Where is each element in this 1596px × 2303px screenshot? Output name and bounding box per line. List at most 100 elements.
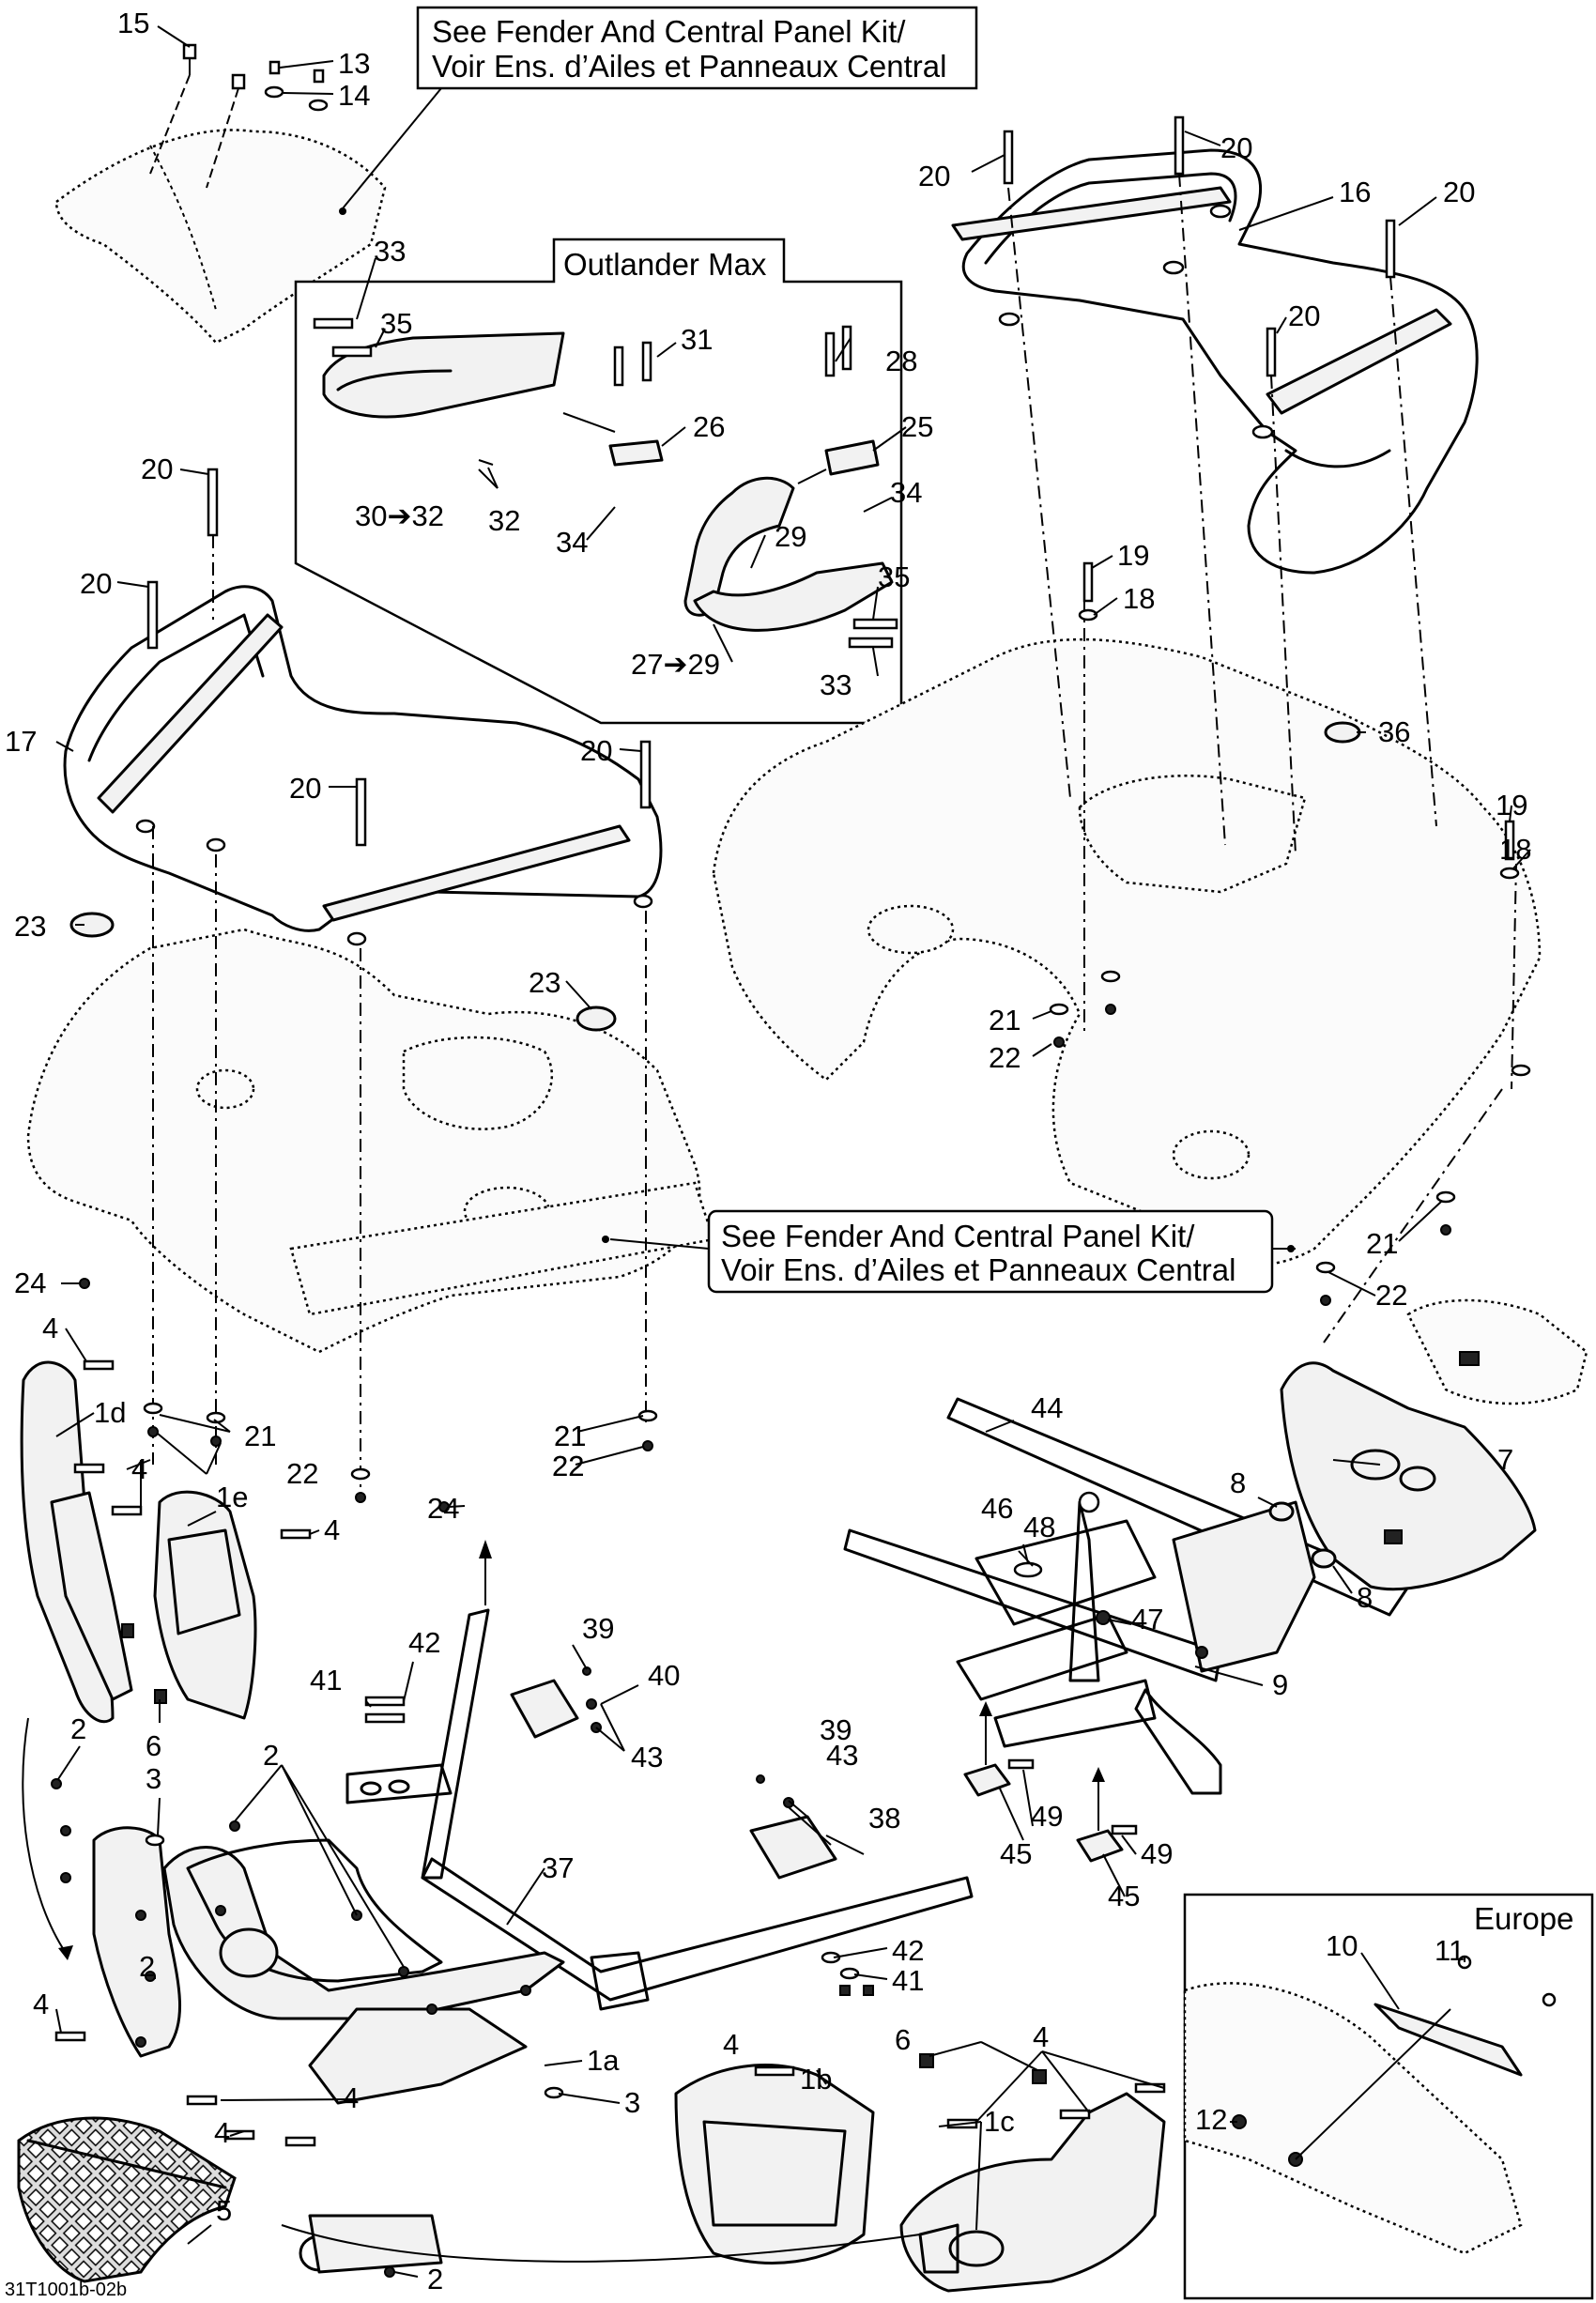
callout: 12 (1195, 2103, 1227, 2136)
callout: 41 (892, 1964, 924, 1997)
callout: 19 (1496, 789, 1527, 821)
callout: 31 (681, 323, 713, 356)
callout: 23 (14, 910, 46, 943)
callout: 21 (554, 1420, 586, 1452)
front-rack-17 (63, 468, 663, 946)
callout: 20 (1220, 131, 1252, 164)
assembly-lines (152, 173, 1517, 1493)
callout: 28 (885, 345, 917, 377)
mesh-grille-5 (17, 2116, 237, 2283)
fender-kit-note-mid: See Fender And Central Panel Kit/ Voir E… (609, 1209, 1296, 1294)
front-body-panel (26, 928, 715, 1354)
lower-panel-1c (281, 2053, 1166, 2293)
callout: 20 (141, 453, 173, 485)
callout: 2 (427, 2263, 443, 2295)
callout: 20 (80, 567, 112, 600)
callout: 4 (343, 2081, 359, 2114)
callout: 4 (214, 2116, 230, 2149)
leader-lines (55, 25, 1531, 2278)
callout: 2 (70, 1712, 86, 1745)
europe-title: Europe (1474, 1901, 1573, 1936)
callout: 6 (146, 1729, 161, 1762)
callout: 22 (552, 1450, 584, 1482)
callout: 3 (146, 1762, 161, 1795)
rear-fender-body (712, 637, 1542, 1267)
callout: 42 (408, 1626, 440, 1659)
callout: 1a (587, 2044, 620, 2077)
callout: 48 (1023, 1511, 1055, 1543)
front-fender-fragment (54, 129, 387, 345)
callout: 41 (310, 1664, 342, 1697)
callout: 4 (131, 1452, 147, 1485)
callout: 22 (1375, 1279, 1407, 1312)
callout: 45 (1000, 1837, 1032, 1870)
callout: 10 (1326, 1929, 1358, 1962)
rear-rack-16 (951, 115, 1479, 575)
callout: 21 (244, 1420, 276, 1452)
callout: 21 (989, 1004, 1021, 1036)
callout: 8 (1357, 1581, 1373, 1614)
callout: 21 (554, 1420, 586, 1452)
bolt-15 (149, 43, 246, 189)
note-top-line1: See Fender And Central Panel Kit/ (432, 14, 906, 49)
side-panels-1d-1e (20, 1359, 312, 1724)
washers-13-14 (264, 60, 329, 112)
lower-panel-1b (674, 2064, 875, 2265)
fender-kit-note-top: See Fender And Central Panel Kit/ Voir E… (342, 6, 978, 209)
callout: 1d (94, 1396, 126, 1429)
callout: 32 (488, 504, 520, 537)
callout: 20 (1443, 176, 1475, 208)
callout: 43 (826, 1739, 858, 1772)
callout: 38 (868, 1802, 900, 1835)
callout: 20 (1288, 299, 1320, 332)
callout: 1c (984, 2105, 1015, 2138)
callout: 39 (820, 1713, 852, 1746)
callout: 49 (1031, 1800, 1063, 1833)
callout: 15 (117, 7, 149, 39)
callout: 34 (890, 476, 922, 509)
callout: 1b (800, 2063, 832, 2096)
callout: 45 (1108, 1880, 1140, 1912)
outlander-max-inset: Outlander Max (294, 238, 903, 725)
callout: 44 (1031, 1391, 1063, 1424)
callout: 43 (631, 1741, 663, 1773)
callout: 2 (263, 1739, 279, 1772)
callout: 30➔32 (355, 499, 444, 532)
callout: 26 (693, 410, 725, 443)
callout: 49 (1141, 1837, 1173, 1870)
callout: 4 (1033, 2020, 1049, 2053)
callout: 35 (878, 560, 910, 593)
callout: 3 (624, 2086, 640, 2119)
callout: 6 (895, 2023, 911, 2056)
callout: 9 (1272, 1668, 1288, 1701)
callout: 19 (1117, 539, 1149, 572)
callout: 36 (1378, 715, 1410, 748)
callout: 11 (1435, 1934, 1465, 1967)
note-mid-line1: See Fender And Central Panel Kit/ (721, 1219, 1195, 1253)
callout: 16 (1339, 176, 1371, 208)
callout: 21 (1366, 1227, 1398, 1260)
callout: 23 (529, 966, 560, 999)
callout: 47 (1131, 1603, 1163, 1635)
callout: 22 (552, 1450, 584, 1482)
callout: 24 (427, 1492, 459, 1525)
callout: 46 (981, 1492, 1013, 1525)
callout: 39 (582, 1612, 614, 1645)
callout: 2 (139, 1950, 155, 1983)
note-mid-line2: Voir Ens. d’Ailes et Panneaux Central (721, 1252, 1235, 1287)
callout: 18 (1123, 582, 1155, 615)
callout: 33 (820, 668, 852, 701)
grommets (69, 721, 1361, 1032)
callout: 25 (901, 410, 933, 443)
callout: 22 (286, 1457, 318, 1490)
callout: 13 (338, 47, 370, 80)
front-bumper-frame-37 (345, 1540, 974, 2011)
callout: 37 (542, 1851, 574, 1884)
callout: 5 (216, 2194, 232, 2227)
callout: 20 (289, 772, 321, 805)
note-top-line2: Voir Ens. d’Ailes et Panneaux Central (432, 49, 946, 84)
callout: 20 (918, 160, 950, 192)
callout: 4 (324, 1513, 340, 1546)
callout: 20 (580, 734, 612, 767)
callout: 34 (556, 526, 588, 559)
